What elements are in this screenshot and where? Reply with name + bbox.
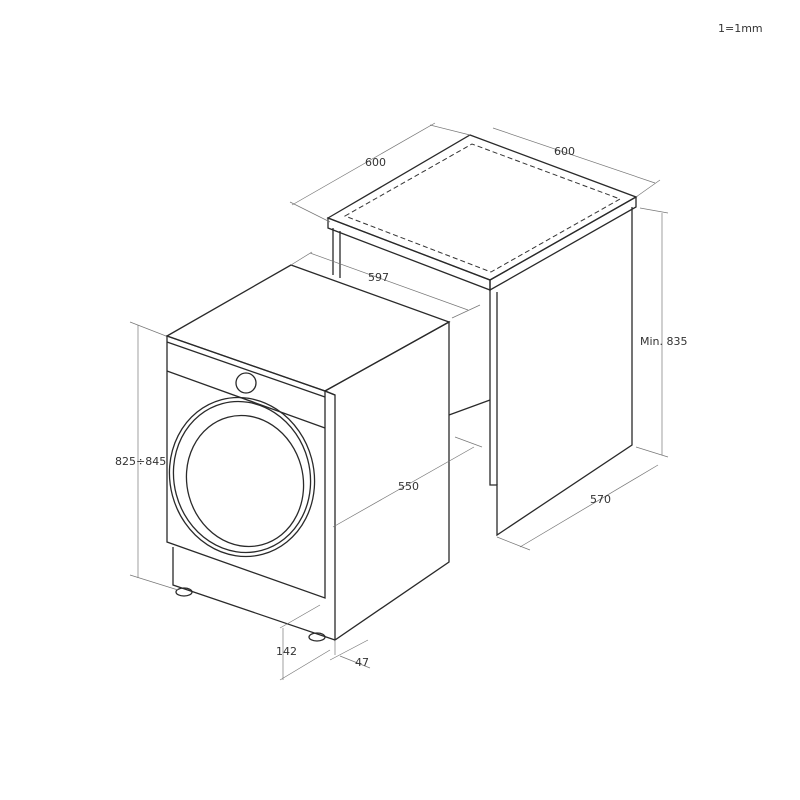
top-bevel	[166, 341, 326, 398]
plinth	[172, 547, 336, 641]
dim-machine-height: 825÷845	[115, 455, 166, 468]
dimension-lines	[129, 122, 669, 681]
foot-front-right	[308, 632, 326, 642]
countertop-dashed-outline	[343, 143, 622, 273]
edge	[324, 390, 336, 396]
washing-machine	[165, 264, 451, 642]
dim-machine-depth: 550	[398, 480, 419, 493]
door-outer-ring	[168, 396, 316, 558]
foot-front-left	[175, 587, 193, 597]
machine-side	[323, 320, 450, 642]
dim-niche-side-depth: 570	[590, 493, 611, 506]
cabinet	[326, 134, 638, 537]
door-glass	[185, 414, 305, 548]
program-knob-icon	[235, 372, 257, 394]
dim-niche-depth: 600	[554, 145, 575, 158]
cabinet-right-panel	[489, 207, 633, 537]
countertop-side-edge	[489, 195, 637, 292]
dim-foot-offset: 47	[355, 656, 369, 669]
machine-front	[166, 335, 326, 599]
door-ring-inner	[172, 400, 312, 554]
dim-niche-width: 600	[365, 156, 386, 169]
scale-note: 1=1mm	[718, 22, 763, 35]
control-panel-line	[166, 370, 326, 429]
machine-top	[165, 264, 451, 392]
dim-machine-width: 597	[368, 271, 389, 284]
dim-niche-height: Min. 835	[640, 335, 688, 348]
countertop-front-edge	[327, 217, 491, 291]
cabinet-back-line	[448, 399, 491, 416]
dim-plinth-height: 142	[276, 645, 297, 658]
